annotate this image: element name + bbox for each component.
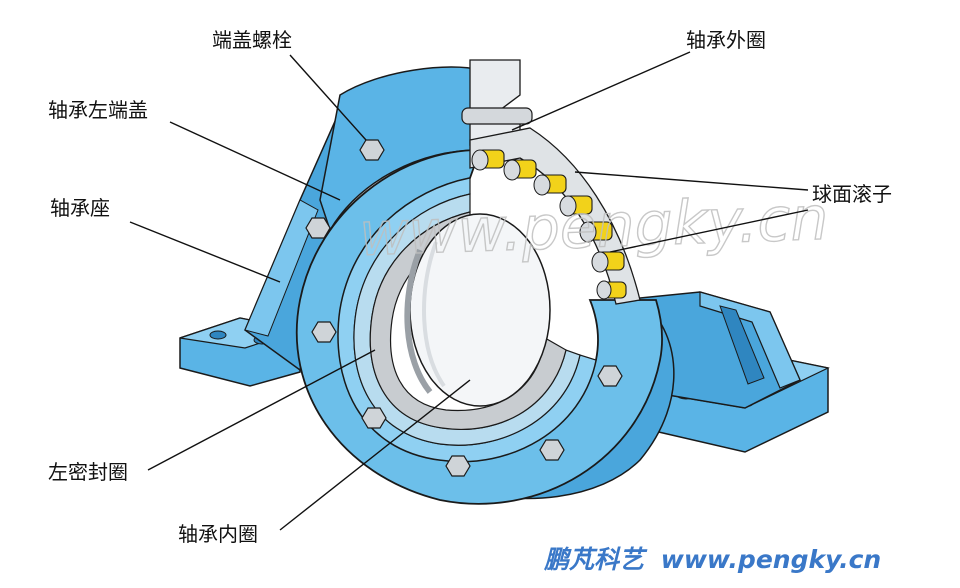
label-end-cover-bolt: 端盖螺栓 bbox=[212, 28, 292, 52]
leader-outer-ring bbox=[511, 51, 691, 131]
site-credit: 鹏芃科艺 www.pengky.cn bbox=[544, 540, 881, 576]
end-cover-bolts bbox=[305, 139, 623, 477]
leader-end-cover-bolt bbox=[289, 54, 367, 141]
label-bearing-outer-ring: 轴承外圈 bbox=[686, 28, 766, 52]
leader-inner-ring bbox=[279, 379, 471, 531]
credit-url: www.pengky.cn bbox=[660, 545, 882, 574]
watermark-text: www.pengky.cn bbox=[358, 184, 829, 270]
label-left-seal-ring: 左密封圈 bbox=[48, 460, 128, 484]
leader-lines bbox=[129, 51, 809, 531]
leader-seal-ring bbox=[147, 349, 376, 471]
leader-bearing-seat bbox=[129, 221, 281, 283]
credit-chinese: 鹏芃科艺 bbox=[544, 545, 645, 574]
label-bearing-inner-ring: 轴承内圈 bbox=[178, 522, 258, 546]
bearing-inner-ring bbox=[369, 211, 567, 430]
leader-roller-1 bbox=[574, 171, 809, 191]
label-bearing-left-end-cover: 轴承左端盖 bbox=[48, 98, 148, 122]
leader-left-end-cover bbox=[169, 121, 341, 201]
leader-roller-2 bbox=[609, 209, 809, 253]
spherical-rollers bbox=[471, 149, 627, 300]
label-spherical-roller: 球面滚子 bbox=[812, 182, 892, 206]
label-bearing-seat: 轴承座 bbox=[50, 196, 110, 220]
